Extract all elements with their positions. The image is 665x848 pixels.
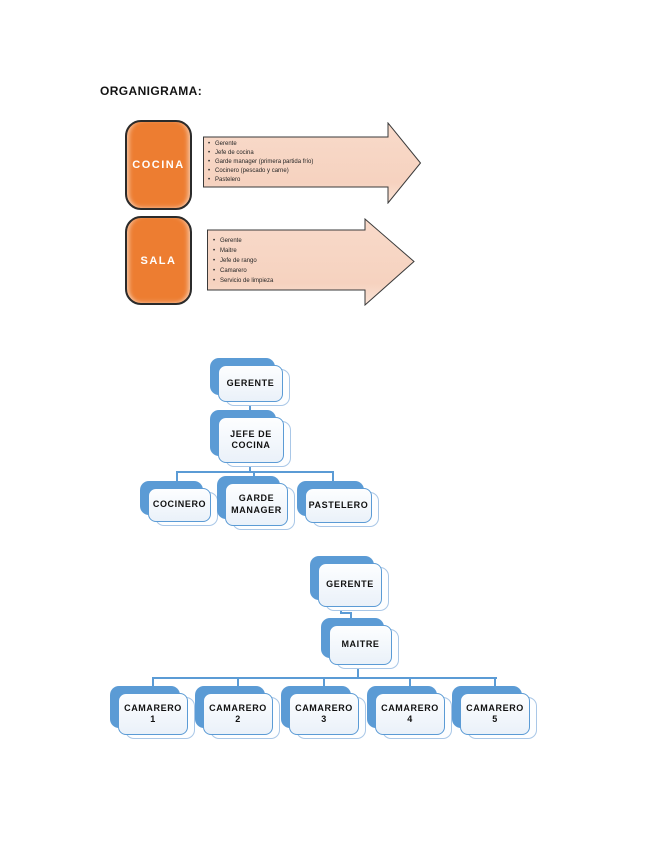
connector-line [176,471,178,489]
node-label: GERENTE [218,365,283,402]
cocina-label: COCINA [132,159,185,171]
org-node-maitre: MAITRE [321,618,399,669]
connector-line [152,677,154,694]
org-node-gerente-cocina: GERENTE [210,358,290,406]
org-node-camarero-2: CAMARERO 2 [195,686,280,739]
list-item: Maitre [213,246,373,256]
list-item: Jefe de rango [213,256,373,266]
node-label: PASTELERO [305,488,372,523]
org-node-jefe-de-cocina: JEFE DE COCINA [210,410,291,467]
cocina-label-box: COCINA [125,120,192,210]
org-node-cocinero: COCINERO [140,481,218,526]
connector-line [409,677,411,694]
connector-line [340,612,352,614]
cocina-roles-list: Gerente Jefe de cocina Garde manager (pr… [208,140,368,185]
node-label: CAMARERO 2 [203,693,273,735]
org-node-pastelero: PASTELERO [297,481,379,527]
sala-label-box: SALA [125,216,192,305]
connector-line [237,677,239,694]
node-label: CAMARERO 5 [460,693,530,735]
node-label: GERENTE [318,563,382,607]
sala-label: SALA [140,254,177,267]
connector-line [494,677,496,694]
list-item: Gerente [208,140,368,149]
sala-roles-list: Gerente Maitre Jefe de rango Camarero Se… [213,236,373,286]
list-item: Servicio de limpieza [213,276,373,286]
org-node-gerente-sala: GERENTE [310,556,389,611]
org-node-camarero-4: CAMARERO 4 [367,686,452,739]
list-item: Pastelero [208,176,368,185]
node-label: GARDE MANAGER [225,483,288,526]
node-label: CAMARERO 1 [118,693,188,735]
list-item: Cocinero (pescado y carne) [208,167,368,176]
node-label: MAITRE [329,625,392,665]
node-label: CAMARERO 4 [375,693,445,735]
connector-line [357,665,359,678]
node-label: COCINERO [148,488,211,522]
page-title: ORGANIGRAMA: [100,84,203,98]
connector-line [176,471,334,473]
connector-line [332,471,334,489]
org-node-camarero-3: CAMARERO 3 [281,686,366,739]
list-item: Jefe de cocina [208,149,368,158]
org-node-garde-manager: GARDE MANAGER [217,476,295,530]
node-label: CAMARERO 3 [289,693,359,735]
connector-line [153,677,497,679]
list-item: Camarero [213,266,373,276]
list-item: Gerente [213,236,373,246]
org-node-camarero-5: CAMARERO 5 [452,686,537,739]
list-item: Garde manager (primera partida frío) [208,158,368,167]
org-node-camarero-1: CAMARERO 1 [110,686,195,739]
node-label: JEFE DE COCINA [218,417,284,463]
connector-line [249,463,251,472]
connector-line [323,677,325,694]
